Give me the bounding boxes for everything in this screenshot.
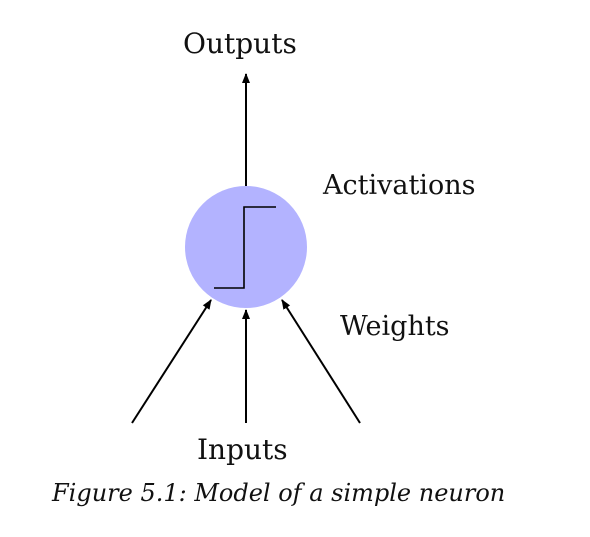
figure-caption: Figure 5.1: Model of a simple neuron [52,479,506,507]
input-arrow-left [131,299,212,424]
weights-label: Weights [340,311,450,342]
activations-label: Activations [323,170,476,201]
neuron-circle [185,186,307,308]
input-arrow-right [281,299,361,424]
outputs-label: Outputs [183,27,297,60]
inputs-label: Inputs [197,433,288,466]
step-function-icon [214,206,276,289]
